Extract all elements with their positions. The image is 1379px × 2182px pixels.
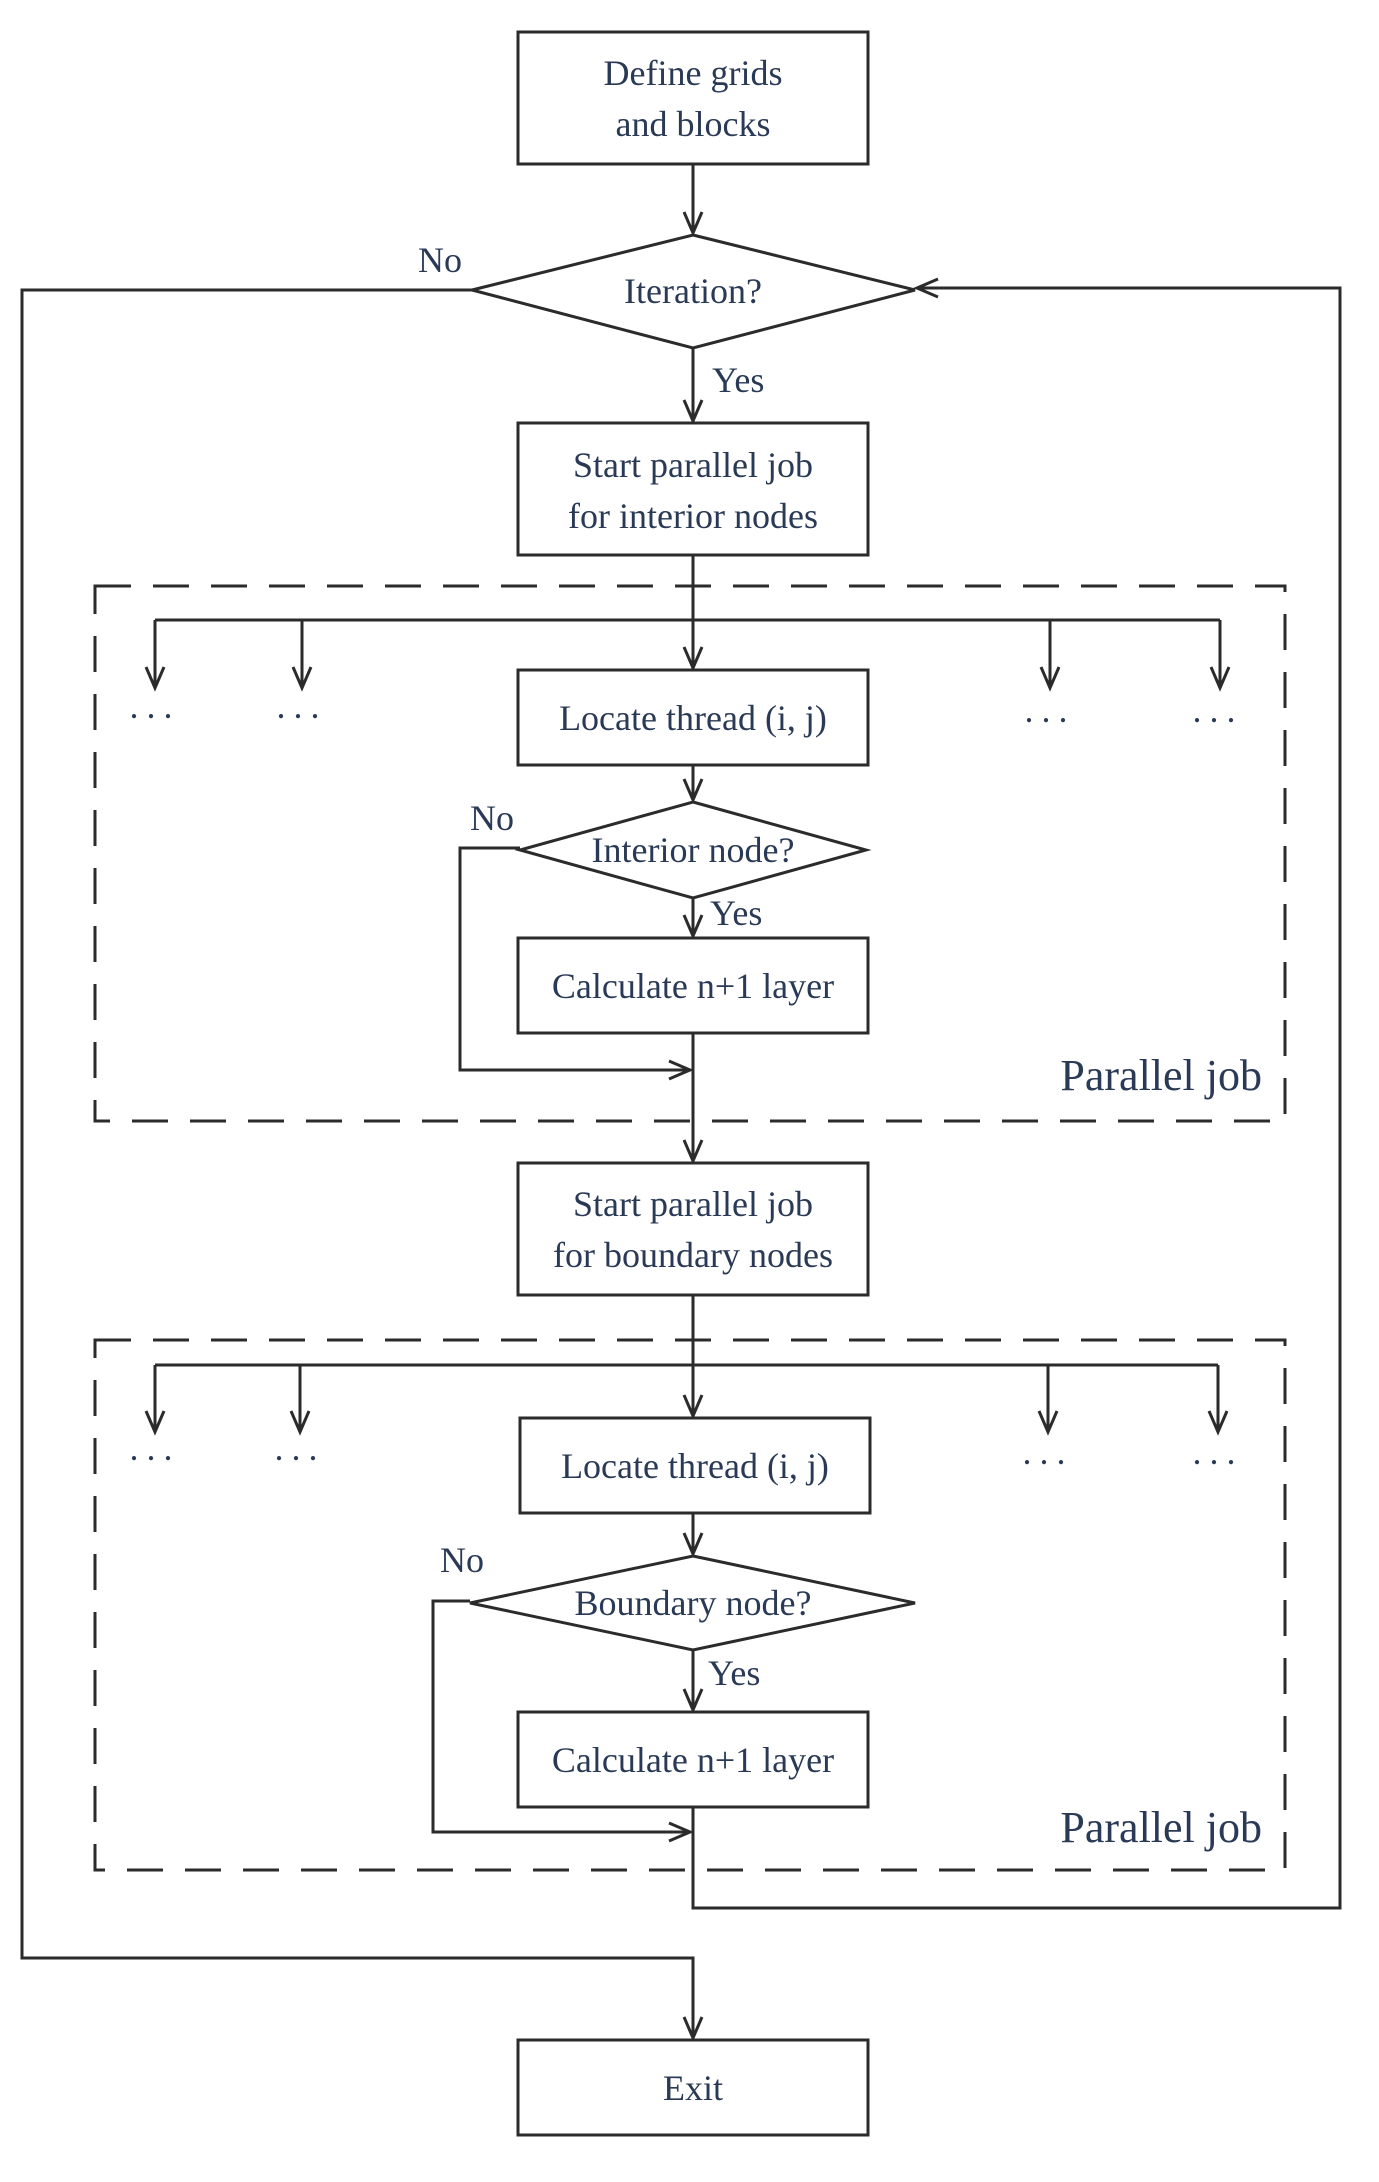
- locate-thread-label-2: Locate thread (i, j): [561, 1446, 829, 1486]
- start-interior-box: [516, 421, 870, 557]
- ellipsis-boundary-2: ...: [275, 1428, 326, 1468]
- arrowhead-start-boundary: [682, 1139, 704, 1165]
- start-boundary-label-1: Start parallel job: [573, 1184, 813, 1224]
- parallel-job-label-interior: Parallel job: [1060, 1051, 1262, 1100]
- ellipsis-interior-3: ...: [1025, 690, 1076, 730]
- arrowhead-interior-bypass: [668, 1059, 694, 1081]
- locate-thread-box-1: [516, 668, 870, 767]
- fanout-arrow-interior-1: [144, 666, 166, 692]
- arrowhead-start-interior: [682, 399, 704, 425]
- iteration-no-label: No: [418, 240, 462, 280]
- fanout-arrow-boundary-2: [289, 1410, 311, 1436]
- arrowhead-loop-back: [913, 277, 939, 299]
- calculate-box-1: [516, 936, 870, 1035]
- interior-node-label: Interior node?: [592, 830, 795, 870]
- boundary-yes-label: Yes: [708, 1653, 760, 1693]
- fanout-arrow-boundary-4: [1207, 1410, 1229, 1436]
- calculate-label-1: Calculate n+1 layer: [552, 966, 834, 1006]
- arrowhead-boundary-q: [682, 1532, 704, 1558]
- connector-interior-no: [458, 846, 690, 1072]
- boundary-no-label: No: [440, 1540, 484, 1580]
- arrowhead-exit: [682, 2016, 704, 2042]
- connector-boundary-no: [431, 1599, 690, 1834]
- ellipsis-boundary-4: ...: [1193, 1432, 1244, 1472]
- parallel-job-label-boundary: Parallel job: [1060, 1803, 1262, 1852]
- ellipsis-boundary-1: ...: [130, 1428, 181, 1468]
- ellipsis-interior-1: ...: [130, 686, 181, 726]
- fanout-arrow-boundary-1: [144, 1410, 166, 1436]
- parallel-job-region-boundary: [93, 1338, 1287, 1872]
- fanout-arrow-boundary-3: [1037, 1410, 1059, 1436]
- start-boundary-box: [516, 1161, 870, 1297]
- define-grids-box: [516, 30, 870, 166]
- ellipsis-interior-2: ...: [277, 686, 328, 726]
- arrowhead-calc2: [682, 1688, 704, 1714]
- arrowhead-locate-2: [682, 1394, 704, 1420]
- define-grids-label-2: and blocks: [616, 104, 771, 144]
- arrowhead-calc1: [682, 914, 704, 940]
- ellipsis-interior-4: ...: [1193, 690, 1244, 730]
- locate-thread-label-1: Locate thread (i, j): [559, 698, 827, 738]
- iteration-label: Iteration?: [624, 271, 762, 311]
- arrowhead-iteration: [682, 211, 704, 237]
- arrowhead-locate-1: [682, 646, 704, 672]
- define-grids-label-1: Define grids: [604, 53, 783, 93]
- locate-thread-box-2: [518, 1416, 872, 1515]
- interior-yes-label: Yes: [710, 893, 762, 933]
- boundary-node-label: Boundary node?: [575, 1583, 812, 1623]
- start-interior-label-2: for interior nodes: [568, 496, 818, 536]
- arrowhead-interior-q: [682, 778, 704, 804]
- start-interior-label-1: Start parallel job: [573, 445, 813, 485]
- parallel-job-region-interior: [93, 584, 1287, 1123]
- calculate-box-2: [516, 1710, 870, 1809]
- start-boundary-label-2: for boundary nodes: [553, 1235, 833, 1275]
- fanout-arrow-interior-2: [291, 666, 313, 692]
- interior-no-label: No: [470, 798, 514, 838]
- arrowhead-boundary-bypass: [668, 1821, 694, 1843]
- calculate-label-2: Calculate n+1 layer: [552, 1740, 834, 1780]
- connector-iteration-no: [20, 288, 695, 2038]
- iteration-yes-label: Yes: [712, 360, 764, 400]
- exit-box: [516, 2038, 870, 2137]
- ellipsis-boundary-3: ...: [1023, 1432, 1074, 1472]
- fanout-arrow-interior-4: [1209, 666, 1231, 692]
- exit-label: Exit: [663, 2068, 723, 2108]
- fanout-arrow-interior-3: [1039, 666, 1061, 692]
